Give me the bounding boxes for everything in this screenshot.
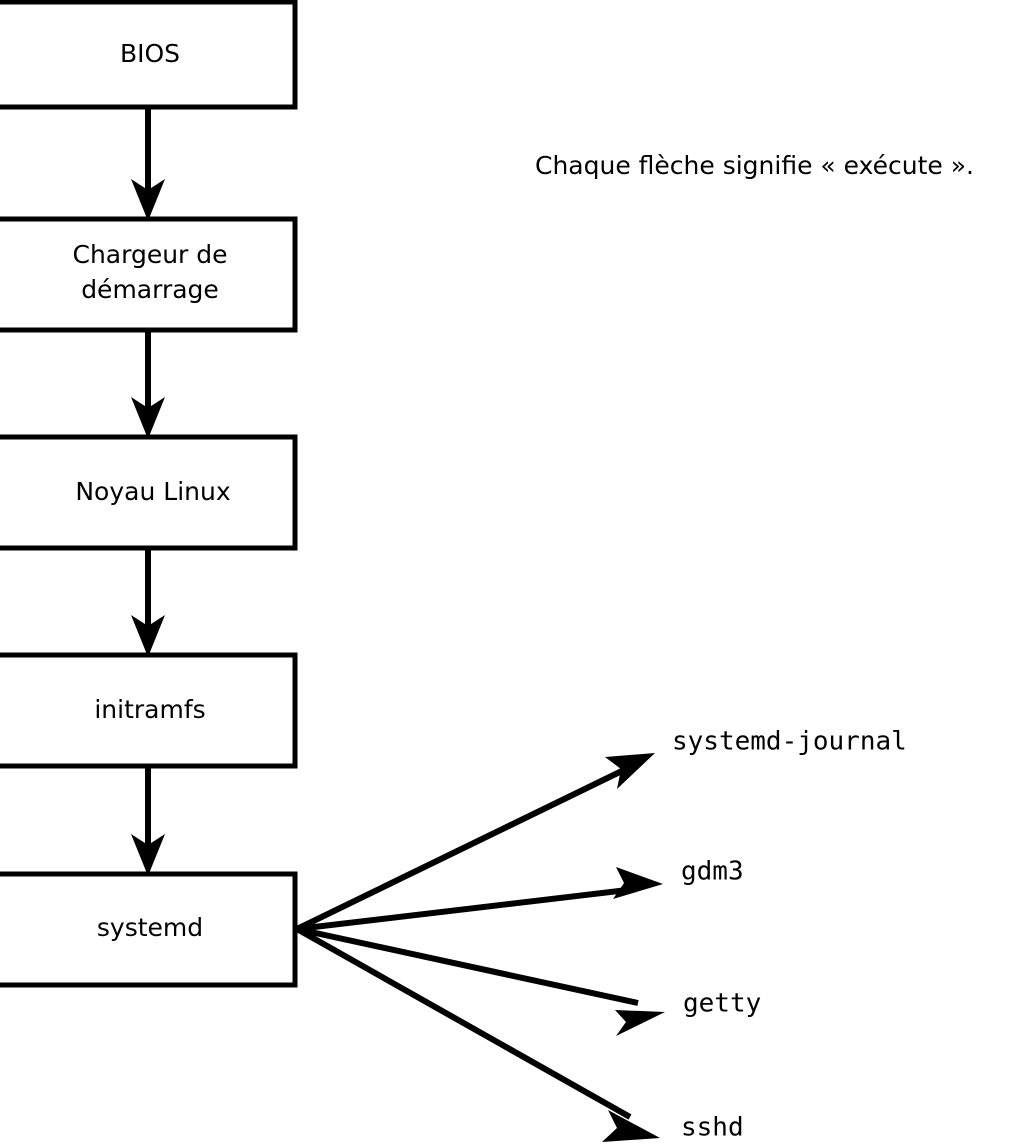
node-kernel: Noyau Linux: [0, 434, 298, 551]
node-bootloader: Chargeur de démarrage: [0, 216, 298, 333]
node-bootloader-label-line1: Chargeur de: [72, 240, 227, 269]
service-label-sshd: sshd: [681, 1113, 744, 1143]
node-initramfs-label: initramfs: [94, 695, 205, 724]
flow-arrow-kernel-to-initramfs: [131, 548, 165, 657]
node-kernel-label: Noyau Linux: [75, 477, 230, 506]
fan-arrow-systemd-journal: [295, 753, 655, 932]
node-initramfs: initramfs: [0, 652, 298, 769]
flow-arrow-bios-to-bootloader: [131, 107, 165, 221]
fan-arrow-gdm3: [296, 867, 663, 932]
node-bootloader-label-line2: démarrage: [81, 275, 219, 304]
fan-arrow-sshd: [295, 926, 660, 1142]
fan-arrow-getty: [296, 926, 665, 1036]
service-label-gdm3: gdm3: [681, 857, 744, 887]
arrow-semantics-note: Chaque flèche signifie « exécute ».: [535, 151, 974, 180]
service-label-getty: getty: [683, 989, 761, 1019]
node-bios: BIOS: [0, 0, 298, 110]
flow-arrow-initramfs-to-systemd: [131, 766, 165, 876]
flow-arrow-bootloader-to-kernel: [131, 330, 165, 439]
node-systemd-label: systemd: [97, 913, 203, 942]
service-label-systemd-journal: systemd-journal: [672, 727, 907, 757]
node-systemd: systemd: [0, 871, 298, 988]
node-bios-label: BIOS: [120, 39, 180, 68]
